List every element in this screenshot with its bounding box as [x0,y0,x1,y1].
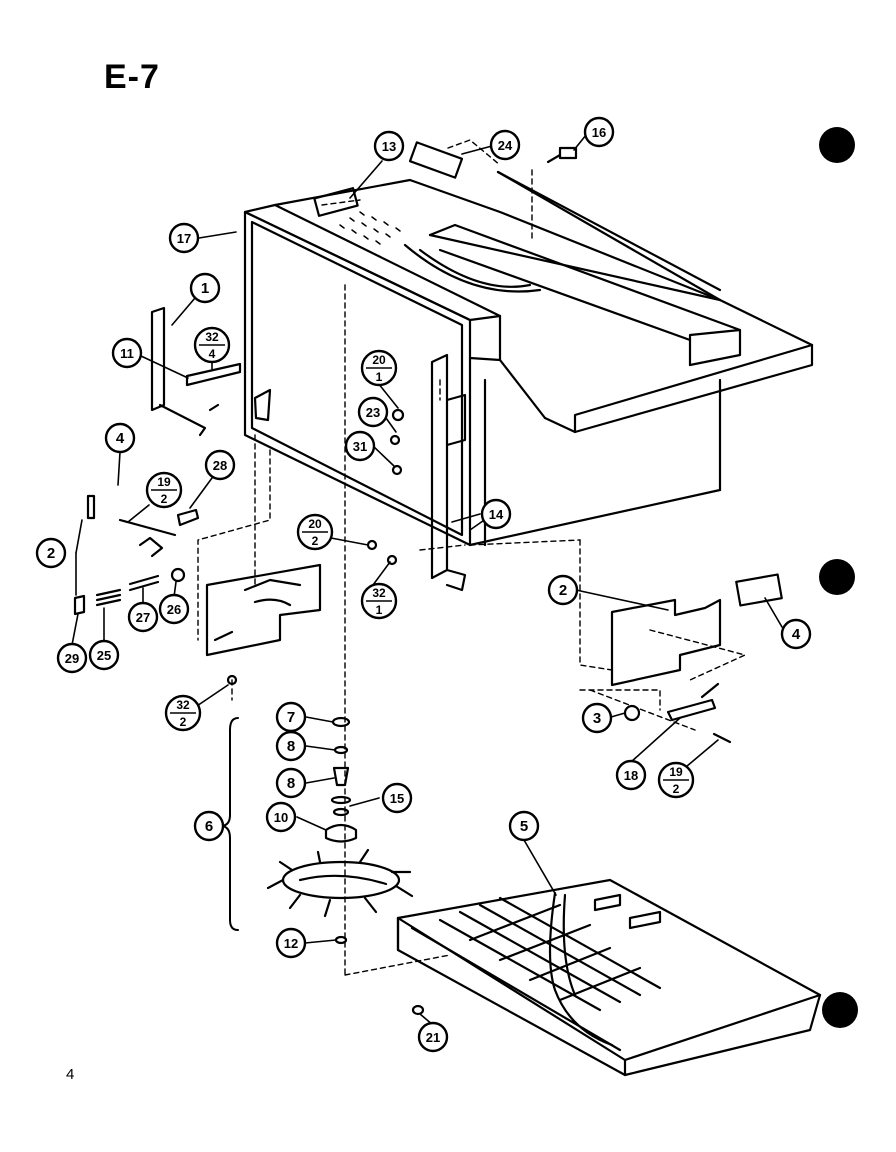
callout-label: 24 [498,138,513,153]
fraction-top: 20 [372,353,386,367]
callout-label: 26 [167,602,181,617]
callout-label: 16 [592,125,606,140]
right-bracket [430,353,467,592]
callout-c8b: 8 [275,767,307,799]
callout-label: 25 [97,648,111,663]
binding-hole [822,992,858,1028]
callout-label: 31 [353,439,367,454]
fraction-callout-f20_2: 202 [296,513,334,551]
fraction-bottom: 4 [209,347,216,361]
fraction-top: 19 [157,475,171,489]
callout-c23: 23 [357,396,389,428]
callout-c2a: 2 [35,537,67,569]
callout-c6: 6 [193,810,225,842]
callout-c28: 28 [204,449,236,481]
callout-label: 2 [47,545,55,562]
callout-label: 11 [120,346,134,361]
callout-c11: 11 [111,337,143,369]
callout-c5: 5 [508,810,540,842]
vent-pattern [339,211,401,245]
fraction-bottom: 1 [376,603,383,617]
callout-c7: 7 [275,701,307,733]
callout-label: 8 [287,738,295,755]
callout-label: 13 [382,139,396,154]
callout-label: 12 [284,936,298,951]
callout-label: 6 [205,818,213,835]
fraction-top: 32 [205,330,219,344]
callout-c26: 26 [158,593,190,625]
callout-label: 7 [287,709,295,726]
callout-c13: 13 [373,130,405,162]
callout-label: 23 [366,405,380,420]
callout-c2b: 2 [547,574,579,606]
callout-c27: 27 [127,601,159,633]
control-bracket-left [73,494,322,657]
left-parts [150,306,272,437]
top-parts [313,141,578,217]
fraction-bottom: 2 [161,492,168,506]
fraction-callout-f19_2a: 192 [145,471,183,509]
callout-label: 1 [201,280,209,297]
fraction-bottom: 1 [376,370,383,384]
assembly-bracket-6 [221,717,239,931]
fraction-top: 20 [308,517,322,531]
callout-c29: 29 [56,642,88,674]
fraction-callout-f32_2: 322 [164,694,202,732]
fraction-callout-f32_4: 324 [193,326,231,364]
chassis-housing [243,170,814,547]
callout-label: 2 [559,582,567,599]
callout-label: 4 [116,430,125,447]
callout-label: 17 [177,231,191,246]
callout-c12: 12 [275,927,307,959]
callout-label: 4 [792,626,801,643]
fraction-callout-f19_2b: 192 [657,761,695,799]
callout-label: 28 [213,458,227,473]
callout-label: 21 [426,1030,440,1045]
callout-c18: 18 [615,759,647,791]
callout-c16: 16 [583,116,615,148]
fraction-top: 32 [176,698,190,712]
callout-c21: 21 [417,1021,449,1053]
callout-label: 15 [390,791,404,806]
fraction-bottom: 2 [180,715,187,729]
binding-hole [819,559,855,595]
fan-assembly [266,716,414,945]
fraction-top: 32 [372,586,386,600]
callout-c10: 10 [265,801,297,833]
callout-c3: 3 [581,702,613,734]
callout-label: 10 [274,810,288,825]
base-pan [396,878,822,1077]
callout-c8a: 8 [275,730,307,762]
fraction-bottom: 2 [673,782,680,796]
control-bracket-right [610,573,783,744]
binding-hole [819,127,855,163]
assembly-lines [197,139,746,976]
callout-c24: 24 [489,129,521,161]
callout-c4a: 4 [104,422,136,454]
callout-label: 8 [287,775,295,792]
page-number: 4 [66,1066,75,1083]
callout-c15: 15 [381,782,413,814]
callout-c17: 17 [168,222,200,254]
callout-label: 14 [489,507,504,522]
fraction-top: 19 [669,765,683,779]
callout-c1: 1 [189,272,221,304]
callout-c14: 14 [480,498,512,530]
callout-label: 5 [520,818,528,835]
diagram-code: E-7 [104,58,160,96]
callout-c31: 31 [344,430,376,462]
callout-label: 3 [593,710,601,727]
callout-c25: 25 [88,639,120,671]
callout-label: 29 [65,651,79,666]
callout-label: 27 [136,610,150,625]
callout-label: 18 [624,768,638,783]
fraction-callout-f32_1: 321 [360,582,398,620]
fraction-callout-f20_1: 201 [360,349,398,387]
fraction-bottom: 2 [312,534,319,548]
callout-c4b: 4 [780,618,812,650]
